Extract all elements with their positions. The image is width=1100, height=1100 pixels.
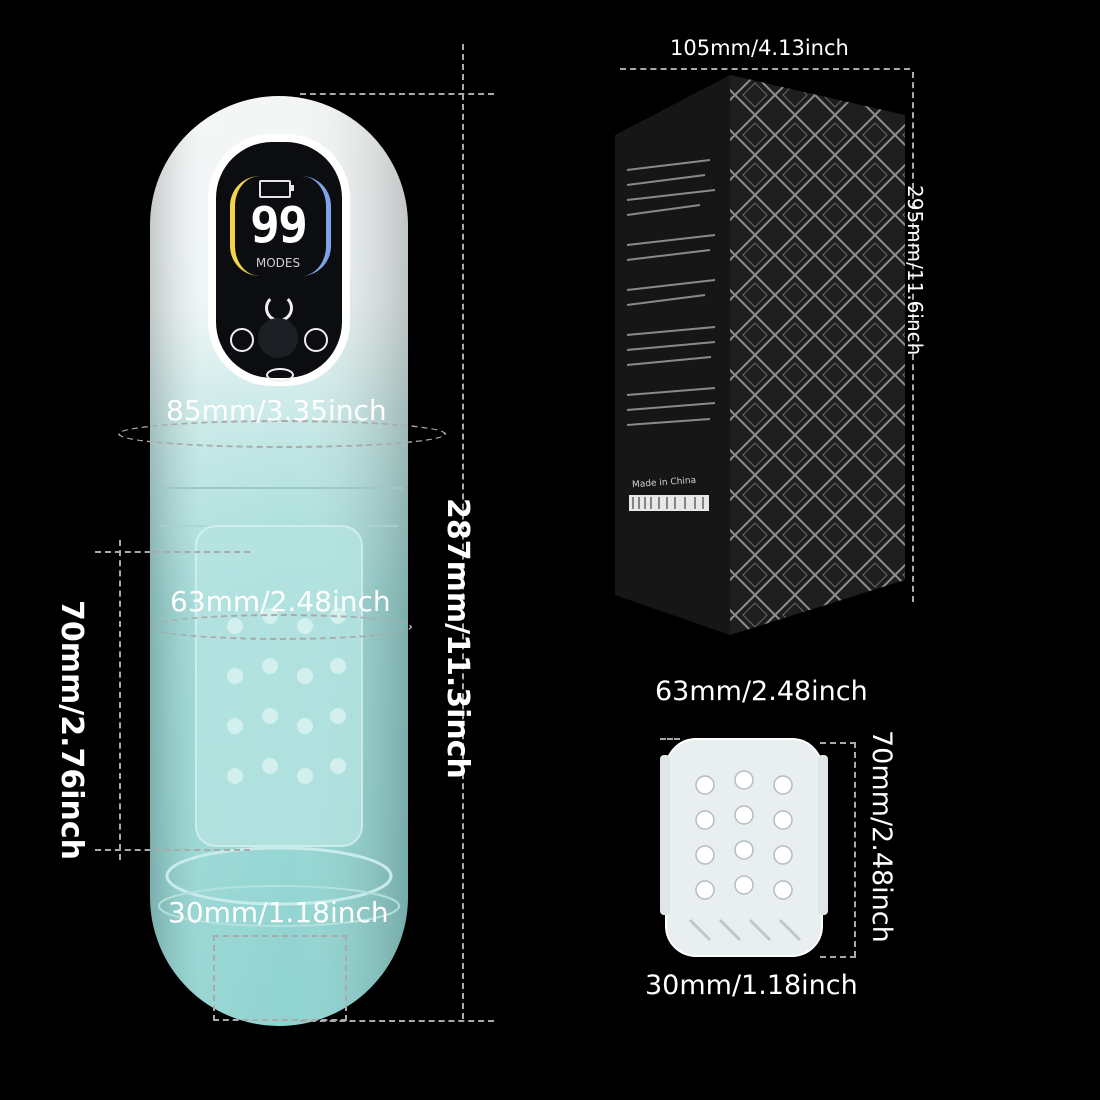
- device-svg: [150, 96, 408, 1026]
- sleeve-height-line: [119, 540, 121, 860]
- width-top-label: 85mm/3.35inch: [166, 394, 387, 427]
- opening-box: [213, 935, 347, 1021]
- sleeve-svg: [660, 738, 828, 957]
- sleeve-height-label-right: 70mm/2.48inch: [866, 730, 897, 943]
- top-dimension-line: [300, 93, 494, 95]
- sleeve-right-height-line: [854, 742, 856, 957]
- modes-label: MODES: [255, 256, 301, 270]
- battery-tip: [291, 185, 294, 191]
- sleeve-height-bottom: [820, 956, 856, 958]
- center-button[interactable]: [258, 318, 298, 358]
- width-ellipse-top: [118, 420, 446, 448]
- box-height-label: 295mm/11.6inch: [903, 185, 927, 356]
- rotation-icon[interactable]: [304, 328, 328, 352]
- box-height-line: [912, 72, 914, 602]
- box-width-label: 105mm/4.13inch: [670, 36, 849, 60]
- sleeve-width-label: 63mm/2.48inch: [655, 676, 868, 707]
- sleeve-opening-label: 30mm/1.18inch: [645, 970, 858, 1001]
- vibration-icon[interactable]: [230, 328, 254, 352]
- total-height-label: 287mm/11.3inch: [440, 498, 475, 779]
- display-arc-left: [230, 176, 265, 276]
- width-ellipse-inner: [150, 614, 412, 640]
- sleeve-height-top: [820, 742, 856, 744]
- lips-icon[interactable]: [266, 368, 294, 382]
- sleeve-bottom-line: [95, 849, 250, 851]
- device-illustration: [150, 96, 408, 1026]
- package-box: [615, 75, 905, 645]
- sleeve-height-label: 70mm/2.76inch: [54, 600, 89, 861]
- sleeve-top-line: [95, 551, 250, 553]
- box-width-line: [620, 68, 910, 70]
- inner-width-label: 63mm/2.48inch: [170, 585, 391, 618]
- sleeve-illustration: [660, 735, 828, 960]
- mode-number-display: 99: [249, 196, 308, 254]
- sleeve-width-line-left: [660, 738, 680, 740]
- display-arc-right: [296, 176, 331, 276]
- height-dimension-line: [462, 44, 464, 1019]
- opening-label: 30mm/1.18inch: [168, 896, 389, 929]
- package-box-svg: [615, 75, 905, 635]
- bottom-dimension-line: [300, 1020, 494, 1022]
